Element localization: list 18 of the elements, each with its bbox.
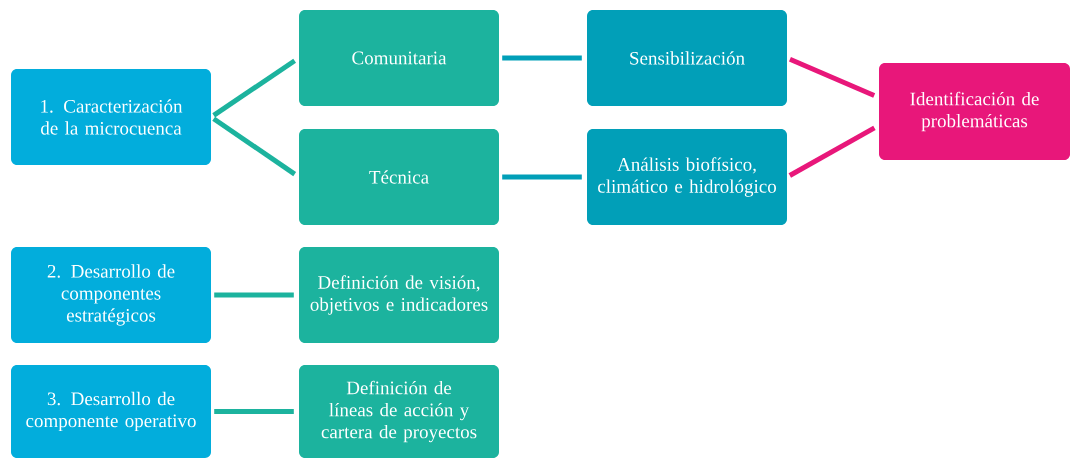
result-box: Identificación de problemáticas — [879, 63, 1070, 160]
process-box: Análisis biofísico, climático e hidrológico — [587, 129, 787, 225]
process-box: Comunitaria — [299, 10, 499, 106]
process-box: Sensibilización — [587, 10, 787, 106]
process-box: Definición de líneas de acción y cartera de proyectos — [299, 365, 499, 458]
process-box: Técnica — [299, 129, 499, 225]
connector-line — [214, 409, 294, 414]
connector-line — [502, 55, 582, 61]
connector-line — [788, 56, 876, 98]
step-box: 1. Caracterización de la microcuenca — [11, 69, 211, 165]
step-box: 3. Desarrollo de componente operativo — [11, 365, 211, 458]
connector-line — [212, 116, 297, 177]
connector-line — [788, 125, 876, 178]
connector-line — [212, 58, 297, 118]
process-box: Definición de visión, objetivos e indicadores — [299, 247, 499, 343]
connector-line — [214, 292, 294, 298]
step-box: 2. Desarrollo de componentes estratégicos — [11, 247, 211, 343]
connector-line — [502, 174, 582, 180]
